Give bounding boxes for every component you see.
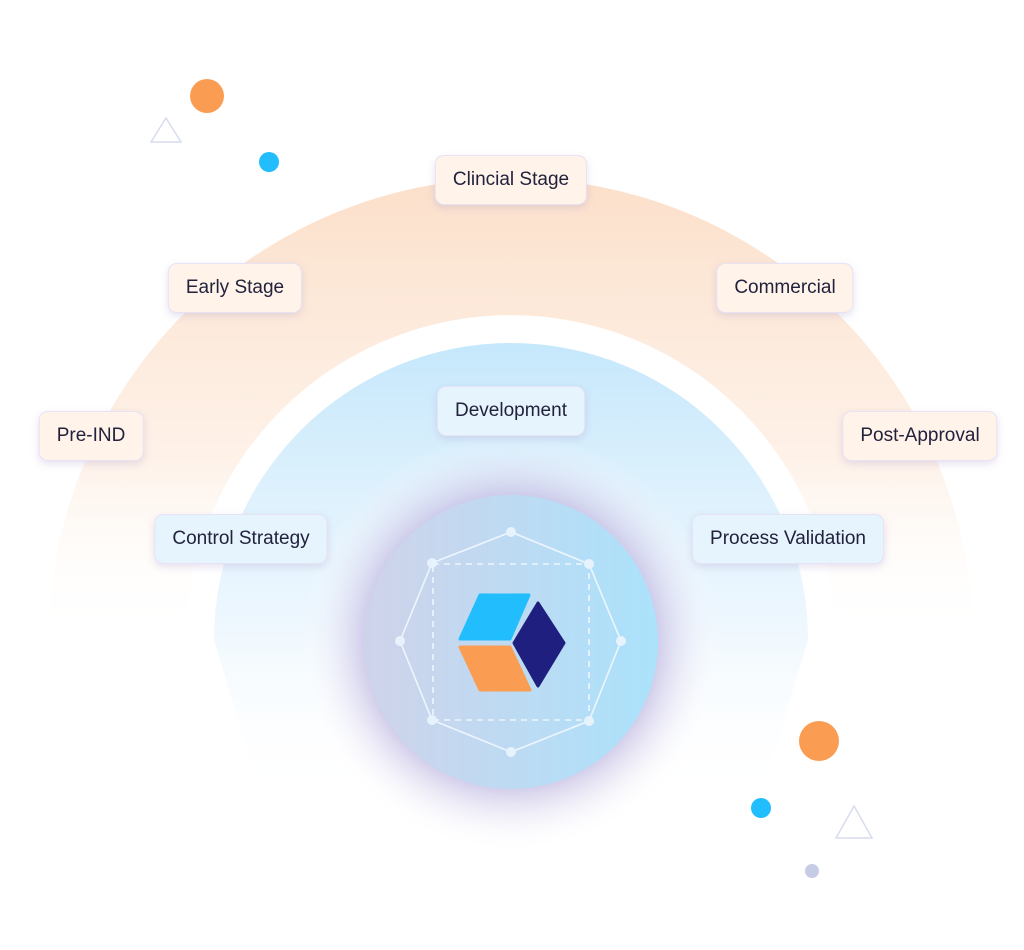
decor-dot-blue: [259, 152, 279, 172]
center-circle: [364, 495, 658, 789]
stage-development: Development: [437, 386, 585, 436]
decor-triangle-icon: [834, 804, 874, 839]
decor-dot-orange: [799, 721, 839, 761]
stage-pre-ind: Pre-IND: [38, 411, 144, 461]
stage-post-approval: Post-Approval: [842, 411, 998, 461]
stage-clinical-stage: Clincial Stage: [434, 155, 588, 205]
stage-commercial: Commercial: [716, 263, 854, 313]
stage-control-strategy: Control Strategy: [154, 514, 328, 564]
octagon-nodes: [395, 527, 626, 757]
decor-dot-orange: [190, 79, 224, 113]
stage-process-validation: Process Validation: [692, 514, 884, 564]
decor-triangle-icon: [149, 116, 183, 143]
decor-dot-blue: [751, 798, 771, 818]
stage-early-stage: Early Stage: [167, 263, 303, 313]
decor-dot-gray: [805, 864, 819, 878]
cube-logo-icon: [458, 593, 566, 692]
